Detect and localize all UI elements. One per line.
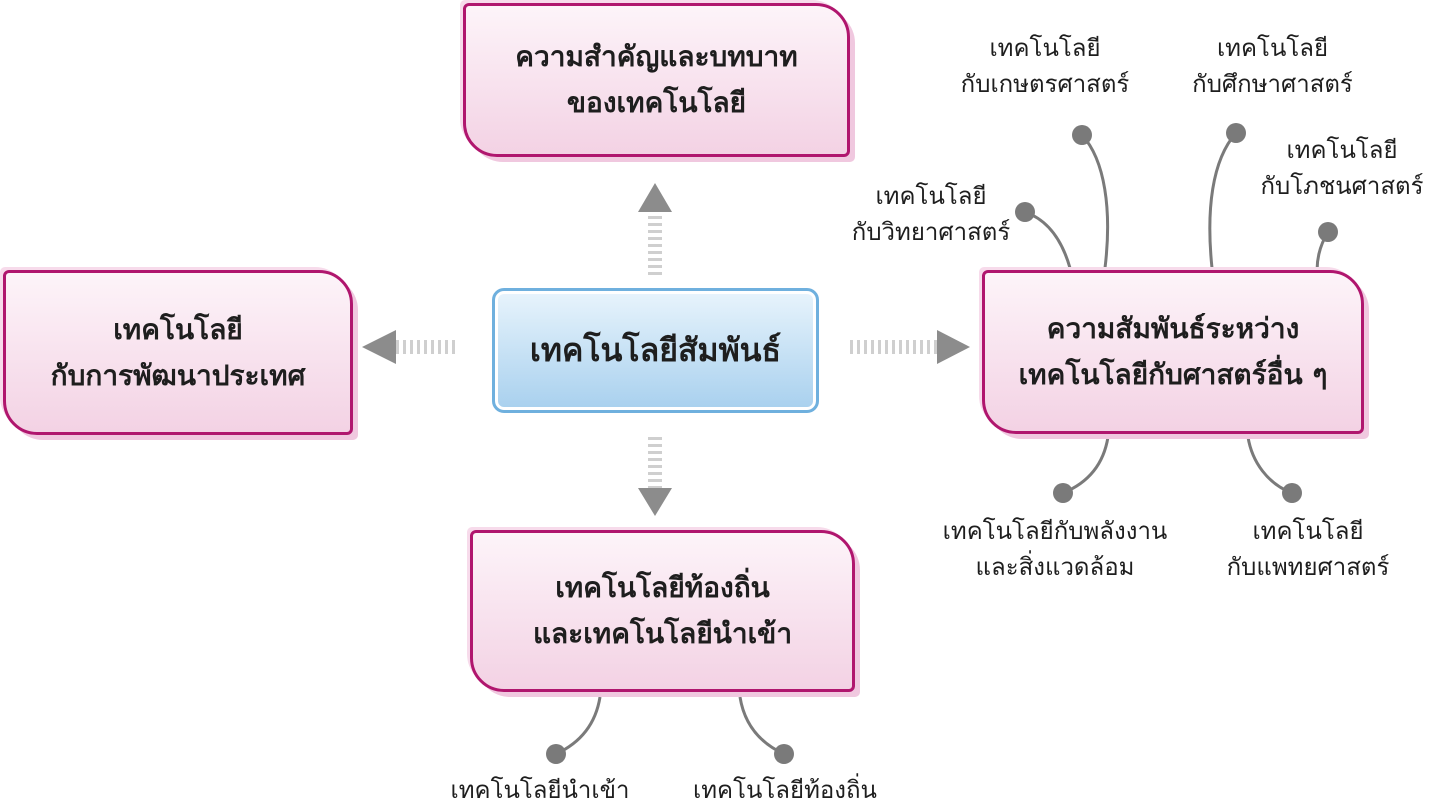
leaf-medicine: เทคโนโลยี กับแพทยศาสตร์: [1208, 513, 1408, 585]
arrow-right: [850, 330, 970, 364]
dot-education: [1226, 123, 1246, 143]
left-node-line2: กับการพัฒนาประเทศ: [50, 358, 306, 392]
left-node: เทคโนโลยี กับการพัฒนาประเทศ: [3, 270, 353, 435]
leaf-agriculture-line1: เทคโนโลยี: [989, 34, 1101, 62]
dot-energy: [1053, 483, 1073, 503]
leaf-education-line2: กับศึกษาศาสตร์: [1192, 70, 1353, 98]
center-node: เทคโนโลยีสัมพันธ์: [492, 288, 819, 413]
leaf-education: เทคโนโลยี กับศึกษาศาสตร์: [1175, 30, 1370, 102]
top-node-line2: ของเทคโนโลยี: [566, 86, 747, 119]
center-label: เทคโนโลยีสัมพันธ์: [529, 331, 782, 369]
dot-medicine: [1282, 483, 1302, 503]
leaf-energy-line2: และสิ่งแวดล้อม: [975, 553, 1135, 581]
leaf-medicine-line2: กับแพทยศาสตร์: [1226, 553, 1390, 581]
leaf-local: เทคโนโลยีท้องถิ่น: [680, 772, 890, 808]
dot-agriculture: [1072, 125, 1092, 145]
arrow-down: [638, 437, 672, 516]
dot-local: [774, 744, 794, 764]
leaf-agriculture-line2: กับเกษตรศาสตร์: [960, 70, 1130, 98]
leaf-energy-line1: เทคโนโลยีกับพลังงาน: [942, 517, 1168, 545]
leaf-medicine-line1: เทคโนโลยี: [1252, 517, 1364, 545]
leaf-science-line1: เทคโนโลยี: [875, 182, 987, 210]
right-node: ความสัมพันธ์ระหว่าง เทคโนโลยีกับศาสตร์อื…: [982, 270, 1364, 434]
leaf-nutrition: เทคโนโลยี กับโภชนศาสตร์: [1250, 132, 1434, 204]
bottom-node: เทคโนโลยีท้องถิ่น และเทคโนโลยีนำเข้า: [470, 530, 855, 692]
left-node-line1: เทคโนโลยี: [113, 312, 243, 346]
leaf-energy: เทคโนโลยีกับพลังงาน และสิ่งแวดล้อม: [925, 513, 1185, 585]
leaf-agriculture: เทคโนโลยี กับเกษตรศาสตร์: [945, 30, 1145, 102]
leaf-nutrition-line1: เทคโนโลยี: [1286, 136, 1398, 164]
connector-agriculture: [1080, 133, 1110, 269]
top-node-line1: ความสำคัญและบทบาท: [515, 40, 798, 73]
bottom-node-line2: และเทคโนโลยีนำเข้า: [532, 617, 793, 650]
leaf-science: เทคโนโลยี กับวิทยาศาสตร์: [836, 178, 1026, 250]
top-node: ความสำคัญและบทบาท ของเทคโนโลยี: [463, 3, 850, 157]
connector-local: [738, 696, 785, 756]
connector-medicine: [1246, 436, 1293, 495]
arrow-up: [638, 183, 672, 275]
connector-imported: [555, 696, 602, 756]
right-node-line2: เทคโนโลยีกับศาสตร์อื่น ๆ: [1018, 358, 1328, 391]
connector-science: [1024, 210, 1072, 269]
bottom-node-line1: เทคโนโลยีท้องถิ่น: [555, 571, 770, 604]
connector-energy: [1062, 436, 1110, 495]
dot-nutrition: [1318, 222, 1338, 242]
arrow-left: [362, 330, 455, 364]
leaf-imported-label: เทคโนโลยีนำเข้า: [450, 776, 630, 804]
leaf-education-line1: เทคโนโลยี: [1216, 34, 1329, 62]
connector-education: [1208, 132, 1238, 269]
leaf-local-label: เทคโนโลยีท้องถิ่น: [693, 776, 877, 804]
dot-imported: [546, 744, 566, 764]
leaf-imported: เทคโนโลยีนำเข้า: [440, 772, 640, 808]
leaf-science-line2: กับวิทยาศาสตร์: [851, 218, 1011, 246]
right-node-line1: ความสัมพันธ์ระหว่าง: [1046, 312, 1300, 345]
leaf-nutrition-line2: กับโภชนศาสตร์: [1260, 172, 1424, 200]
